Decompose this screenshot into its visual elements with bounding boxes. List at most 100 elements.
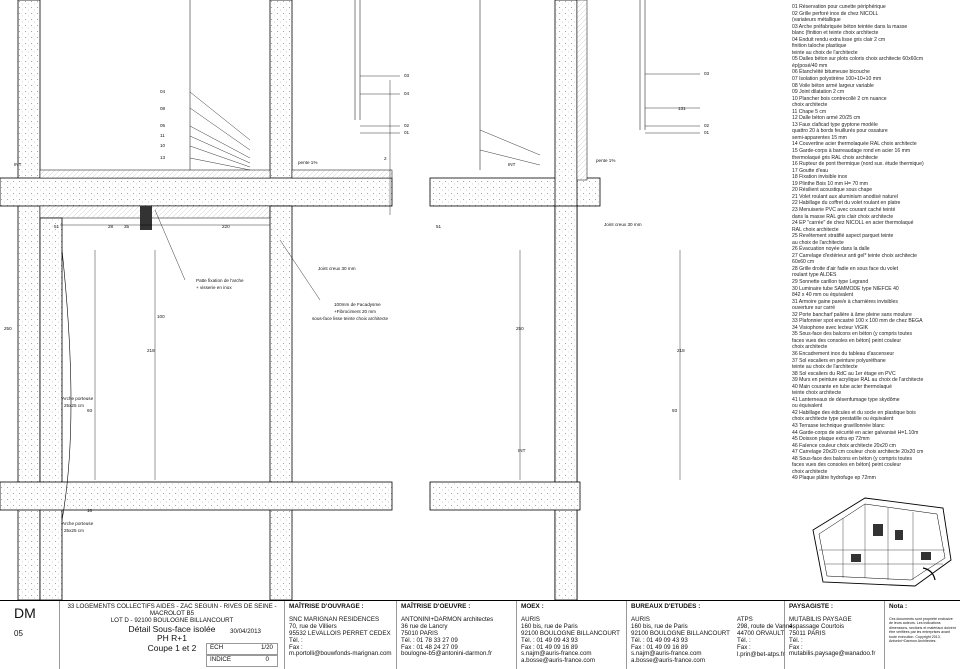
dim-250b: 250 [516, 326, 524, 331]
engineering-line: Tél. : 01 49 09 43 93 [631, 636, 688, 644]
legend-line: 23 Menuiserie PVC avec courant caché tei… [792, 206, 896, 213]
legend-line: RAL choix architecte [792, 226, 839, 233]
legend-line: 24 EP "carrée" de chez NICOLL en acier t… [792, 220, 914, 227]
joint-creux-label: Joint creux 30 mm [318, 266, 356, 271]
legend-line: 08 Voile béton armé largeur variable [792, 82, 874, 89]
landscape-line: mutabilis.paysage@wanadoo.fr [789, 650, 876, 658]
legend-line: ou équivalent [792, 403, 823, 410]
moex-line: AURIS [521, 615, 540, 623]
engineering-line: a.bosse@auris-france.com [631, 657, 706, 665]
sheet-code: DM [14, 605, 36, 621]
architect-line: boulogne-b5@antonini-darmon.fr [401, 650, 492, 658]
legend-line: quattro 20 à bords feuillurés pour ossat… [792, 128, 888, 135]
left-section [0, 0, 400, 600]
legend-line: 13 Faux claficad type gyptone modèle [792, 121, 878, 128]
legend-line: 36 Encadrement inox du tableau d'ascense… [792, 350, 895, 357]
sheet-number: 05 [14, 628, 23, 638]
legend-line: 40 Main courante en tube acier thermolaq… [792, 383, 892, 390]
legend-line: 18 Fixation invisible inox [792, 174, 848, 181]
legend-line: teinte au choix de l'architecte [792, 364, 858, 371]
architect-line: Tél. : 01 78 33 27 09 [401, 636, 458, 644]
landscape-line: Fax : [789, 643, 803, 651]
callout-131: 131 [678, 106, 686, 111]
legend-line: finition taloche plastique [792, 43, 847, 50]
legend-line: 01 Réservation pour cunette périphérique [792, 4, 886, 10]
owner-line: Tél. : [289, 636, 303, 644]
int-label: INT [14, 162, 22, 167]
section-drawing: 04 08 05 11 10 13 INT pente 1% 03 04 02 … [0, 0, 710, 600]
sheet-title-3: Coupe 1 et 2 [147, 642, 197, 653]
legend-line: 12 Dalle béton armé 20/25 cm [792, 115, 861, 122]
legend-line: 21 Volet roulant aux aluminium anodisé n… [792, 193, 898, 200]
callout-01b: 01 [704, 130, 710, 135]
project-line-1: 33 LOGEMENTS COLLECTIFS AIDES - ZAC SEGU… [67, 603, 277, 610]
revision-box: INDICE 0 [206, 655, 278, 667]
architect-line: 36 rue de Lancry [401, 622, 448, 630]
legend-line: blanc (finition et teinte choix architec… [792, 30, 879, 37]
engineering-line: AURIS [631, 615, 650, 623]
slope-label: pente 1% [298, 160, 317, 165]
legend-line: (variateurs métallique [792, 17, 841, 24]
legend-line: 35 Sous-face des balcons en béton (y com… [792, 331, 913, 338]
callout-13: 13 [160, 155, 166, 160]
moex-line: a.bosse@auris-france.com [521, 657, 596, 665]
legend-line: 17 Goutte d'eau [792, 167, 829, 174]
engineering-line: 92100 BOULOGNE BILLANCOURT [631, 629, 730, 637]
callout-04b: 04 [404, 91, 410, 96]
legend-line: choix architecte [792, 344, 828, 351]
callout-10: 10 [160, 143, 166, 148]
legend-line: 37 Sol escaliers en peinture polyuréthan… [792, 357, 886, 364]
legend-line: 11 Chape 5 cm [792, 108, 827, 115]
legend-line: 46 Faïence couleur choix architecte 20x2… [792, 442, 896, 449]
legend-line: faces vues des consoles en béton) peint … [792, 337, 902, 344]
legend-line: 28 Grille droite d'air fadie en sous fac… [792, 265, 899, 272]
owner-line: m.portolli@bouwfonds-marignan.com [289, 650, 392, 658]
legend-line: roulant type ALDES [792, 272, 837, 279]
legend-line: dans la masse RAL gris clair choix archi… [792, 213, 894, 220]
title-block: DM 05 33 LOGEMENTS COLLECTIFS AIDES - ZA… [0, 600, 960, 669]
joint-creux-label-2: Joint creux 30 mm [604, 222, 642, 227]
atps-line: 44700 ORVAULT [737, 629, 785, 637]
dim-250: 250 [4, 326, 12, 331]
project-cell: 33 LOGEMENTS COLLECTIFS AIDES - ZAC SEGU… [60, 601, 285, 669]
legend-line: 03 Arche préfabriquée béton teintée dans… [792, 23, 908, 30]
patte-fixation-label: Patte fixation de l'arche [196, 278, 244, 283]
legend-line: 22 Habillage du coffret du volet roulant… [792, 200, 901, 207]
legend-line: 19 Plinthe Bois 10 mm H= 70 mm [792, 180, 869, 187]
landscape-line: 75011 PARIS [789, 629, 826, 637]
landscape-cell: PAYSAGISTE : MUTABILIS PAYSAGE 4, passag… [785, 601, 885, 669]
dim-35: 35 [124, 224, 130, 229]
owner-heading: MAÎTRISE D'OUVRAGE : [289, 603, 364, 610]
atps-line: 298, route de Vannes [737, 622, 796, 630]
legend-line: 49 Plaque plâtre hydrofuge ep 72mm [792, 475, 876, 482]
patte-fixation-label-2: + visserie en inox [196, 285, 232, 290]
callout-08: 08 [160, 106, 166, 111]
atps-cell: ATPS 298, route de Vannes 44700 ORVAULT … [733, 601, 796, 669]
slope-label-2: pente 1% [596, 158, 615, 163]
callout-03b: 03 [704, 71, 710, 76]
architect-line: ANTONINI+DARMON architectes [401, 615, 494, 623]
owner-cell: MAÎTRISE D'OUVRAGE : SNC MARIGNAN RESIDE… [285, 601, 397, 669]
legend-line: 29 Sonnette carillon type Legrand [792, 278, 869, 285]
callout-01: 01 [404, 130, 410, 135]
moex-cell: MOEX : AURIS 160 bis, rue de Paris 92100… [517, 601, 627, 669]
landscape-line: 4, passage Courtois [789, 622, 845, 630]
legend-line: 45 Doisson plaque extra ep 72mm [792, 436, 870, 443]
legend-line: teinte au choix de l'architecte [792, 49, 858, 56]
legend-line: 60x60 cm [792, 259, 815, 266]
legend-line: semi-apparentes 15 mm [792, 134, 847, 141]
landscape-line: MUTABILIS PAYSAGE [789, 615, 852, 623]
revision-label: INDICE [210, 656, 231, 663]
sheet-title-1: Détail Sous-face isolée [128, 623, 216, 634]
int-label-2: INT [508, 162, 516, 167]
legend-line: 06 Étanchéité bitumeuse bicouche [792, 69, 870, 76]
legend-line: 26 Évacuation noyée dans la dalle [792, 246, 870, 253]
note-text: Ces documents sont propriété exclusive d… [889, 616, 956, 643]
legend-line: 38 Sol escaliers du RdC au 1er étage en … [792, 370, 896, 377]
moex-line: Tél. : 01 49 09 43 93 [521, 636, 578, 644]
scale-label: ECH [210, 644, 224, 651]
legend-line: 47 Carrelage 20x20 cm couleur choix arch… [792, 449, 924, 456]
legend-line: 44 Garde-corps de sécurité en acier galv… [792, 429, 919, 436]
moex-line: 160 bis, rue de Paris [521, 622, 578, 630]
legend-line: 41 Lanterneaux de désenfumage type skydô… [792, 396, 900, 403]
